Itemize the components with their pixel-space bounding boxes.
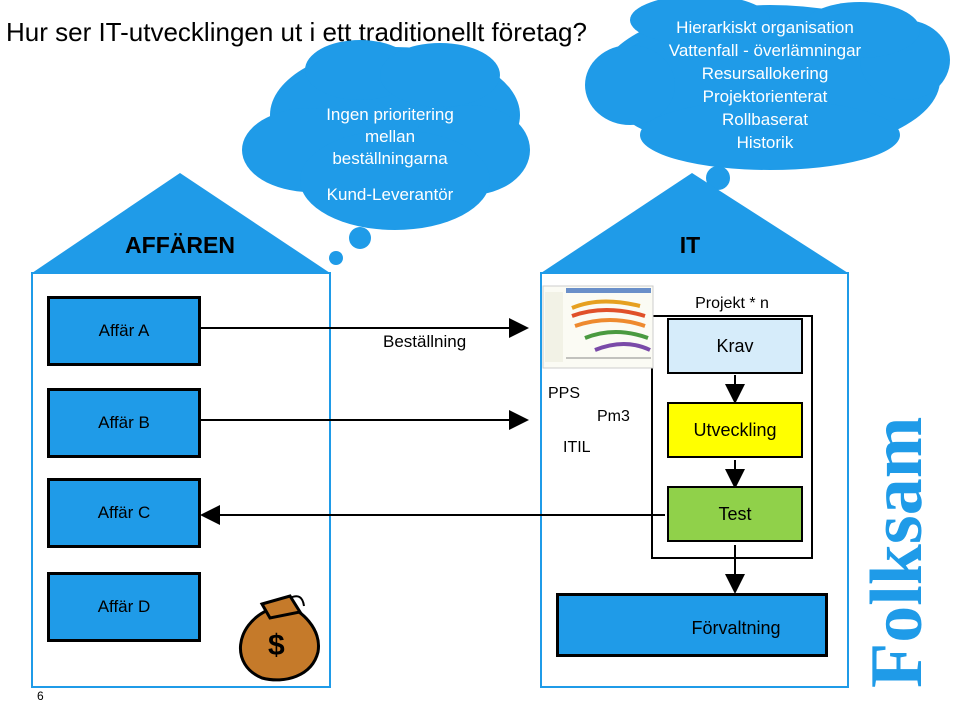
left-cloud-line-4: Kund-Leverantör [326, 185, 454, 204]
right-cloud-line-5: Rollbaserat [722, 110, 808, 129]
affar-b-box: Affär B [47, 388, 201, 458]
affaren-label: AFFÄREN [125, 232, 235, 258]
forvaltning-label: Förvaltning [691, 618, 781, 638]
test-box: Test [667, 486, 803, 542]
right-cloud-line-4: Projektorienterat [702, 87, 828, 106]
projekt-label: Projekt * n [695, 295, 769, 312]
process-chart-thumbnail [542, 285, 654, 369]
itil-label: ITIL [563, 439, 591, 456]
utveckling-box: Utveckling [667, 402, 803, 458]
left-cloud-line-2: mellan [364, 127, 416, 146]
right-cloud-line-3: Resursallokering [701, 64, 829, 83]
right-cloud-line-2: Vattenfall - överlämningar [668, 41, 862, 60]
folksam-logo: Folksam [856, 416, 938, 688]
pm3-label: Pm3 [597, 408, 630, 425]
money-bag-icon: $ [238, 594, 320, 682]
left-cloud-line-3: beställningarna [332, 149, 448, 168]
left-cloud-line-1: Ingen prioritering [326, 105, 454, 124]
affar-c-box: Affär C [47, 478, 201, 548]
affar-a-box: Affär A [47, 296, 201, 366]
bestallning-label: Beställning [383, 332, 467, 351]
right-cloud-line-6: Historik [736, 133, 794, 152]
right-cloud-line-1: Hierarkiskt organisation [676, 18, 854, 37]
it-label: IT [679, 232, 701, 258]
pps-label: PPS [548, 385, 581, 402]
right-thought-cloud [585, 0, 950, 190]
svg-text:$: $ [268, 629, 285, 662]
affar-d-box: Affär D [47, 572, 201, 642]
krav-box: Krav [667, 318, 803, 374]
page-number: 6 [37, 689, 44, 703]
page-title: Hur ser IT-utvecklingen ut i ett traditi… [6, 17, 587, 47]
left-thought-cloud [242, 40, 530, 265]
forvaltning-box [556, 593, 828, 657]
project-frame [651, 315, 813, 559]
